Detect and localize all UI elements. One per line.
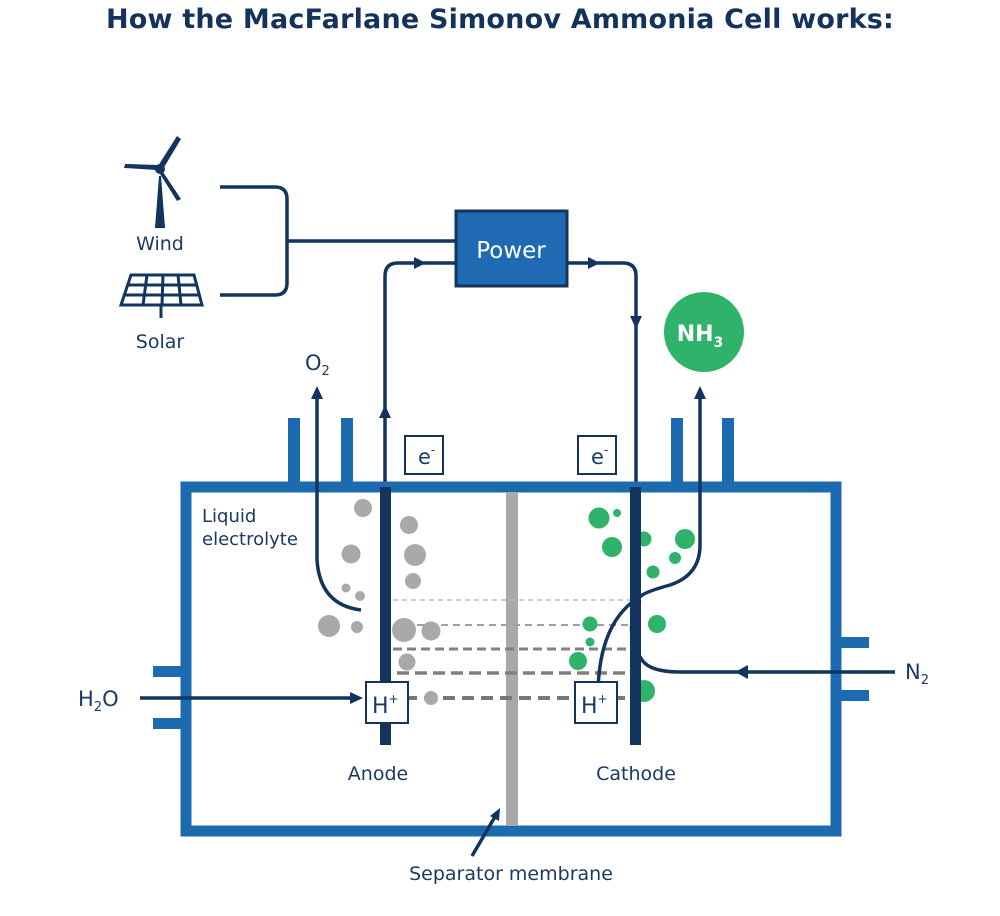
cell-container (180, 481, 842, 837)
arrow-up-right-icon (490, 808, 500, 821)
electrolyte-label-line2: electrolyte (202, 529, 298, 550)
membrane-pointer-line (470, 814, 498, 857)
arrow-right-icon (350, 692, 363, 704)
arrow-left-icon (735, 665, 748, 679)
ammonia-label: NH3 (677, 322, 724, 351)
oxygen-bubbles (318, 499, 441, 705)
cathode-electron-box: e- (577, 435, 617, 475)
water-label: H2O (78, 687, 119, 715)
page-title: How the MacFarlane Simonov Ammonia Cell … (105, 4, 895, 35)
anode-electrode (380, 487, 391, 745)
separator-membrane (506, 492, 518, 826)
cathode-label: Cathode (596, 763, 676, 785)
solar-label: Solar (136, 331, 185, 353)
arrow-up-icon (311, 386, 323, 399)
cathode-electrode (630, 487, 641, 745)
ammonia-product-bubble (664, 292, 744, 372)
cathode-proton-box: H+ (574, 681, 618, 724)
wind-label: Wind (136, 233, 184, 255)
svg-text:e-: e- (591, 443, 608, 469)
svg-text:H+: H+ (581, 692, 608, 719)
side-ports (153, 637, 869, 729)
electron-circuit-wire (383, 261, 638, 745)
anode-proton-box: H+ (365, 681, 409, 724)
arrow-down-icon (630, 316, 642, 329)
arrow-right-icon (414, 257, 426, 269)
svg-text:e-: e- (418, 443, 435, 469)
nitrogen-label: N2 (905, 660, 929, 688)
solar-panel-icon (118, 273, 204, 318)
nitrogen-inflow-path (629, 599, 895, 674)
ammonia-outflow-path (596, 397, 702, 691)
ammonia-bubbles (569, 507, 695, 702)
svg-text:H+: H+ (372, 692, 399, 719)
arrow-up-icon (694, 386, 706, 399)
oxygen-label: O2 (305, 351, 330, 379)
power-box (454, 209, 569, 288)
arrow-up-icon (379, 405, 391, 418)
vent-pipes (288, 418, 734, 488)
anode-electron-box: e- (404, 435, 444, 475)
oxygen-outflow-path (315, 397, 362, 612)
membrane-label: Separator membrane (409, 863, 613, 885)
power-input-wire (220, 185, 458, 297)
anode-label: Anode (348, 763, 408, 785)
circuit-arrows (379, 257, 642, 418)
electrolyte-label-line1: Liquid (202, 506, 256, 527)
arrow-right-icon (588, 257, 600, 269)
power-label: Power (476, 238, 546, 264)
wind-turbine-icon (124, 136, 181, 228)
